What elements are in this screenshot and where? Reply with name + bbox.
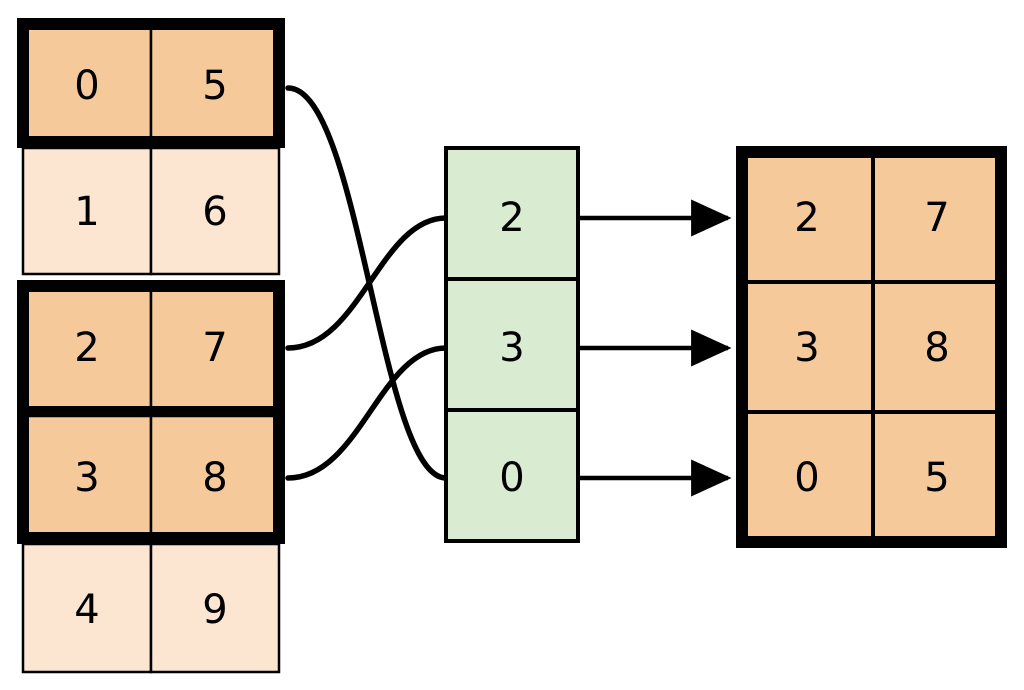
source-cell-r1c0[interactable]	[21, 146, 153, 276]
result-arrows	[580, 199, 732, 497]
curve-source-row3-to-index-row1	[285, 345, 449, 481]
table-row[interactable]: 4 9	[21, 542, 281, 674]
table-row[interactable]: 0 5	[740, 410, 1003, 544]
source-cell-r1c1[interactable]	[149, 146, 281, 276]
result-array: 2 7 3 8 0 5	[736, 146, 1007, 548]
table-row[interactable]: 0 5	[17, 18, 285, 148]
result-cell-r0c1[interactable]	[871, 150, 1003, 284]
source-cell-r4c1[interactable]	[149, 542, 281, 674]
result-table-outer-frame	[736, 146, 1007, 548]
source-cell-r4c0[interactable]	[21, 542, 153, 674]
source-cell-r3c0[interactable]	[21, 414, 153, 540]
result-cell-r2c1[interactable]	[871, 410, 1003, 544]
index-cell-2[interactable]	[444, 408, 580, 543]
source-row-0-highlight-frame	[17, 18, 285, 148]
table-row[interactable]: 1 6	[21, 146, 281, 276]
connector-curves	[285, 85, 449, 481]
index-cell-1[interactable]	[444, 277, 580, 412]
source-cell-r2c1[interactable]	[149, 284, 281, 410]
source-cell-r0c1[interactable]	[149, 22, 281, 144]
source-cell-r3c1[interactable]	[149, 414, 281, 540]
result-cell-r1c0[interactable]	[740, 280, 875, 414]
result-cell-r2c0[interactable]	[740, 410, 875, 544]
table-row[interactable]: 2 7	[740, 150, 1003, 284]
source-cell-r2c0[interactable]	[21, 284, 153, 410]
table-row[interactable]: 2 7	[21, 284, 281, 410]
index-cell-0[interactable]	[444, 146, 580, 281]
source-cell-r0c0[interactable]	[21, 22, 153, 144]
source-array: 0 5 1 6 2 7 3 8	[17, 18, 285, 674]
index-vector: 2 3 0	[444, 146, 580, 543]
table-row[interactable]: 3 8	[21, 414, 281, 540]
result-cell-r0c0[interactable]	[740, 150, 875, 284]
curve-source-row2-to-index-row0	[285, 215, 449, 351]
table-row[interactable]: 3 8	[740, 280, 1003, 414]
result-cell-r1c1[interactable]	[871, 280, 1003, 414]
